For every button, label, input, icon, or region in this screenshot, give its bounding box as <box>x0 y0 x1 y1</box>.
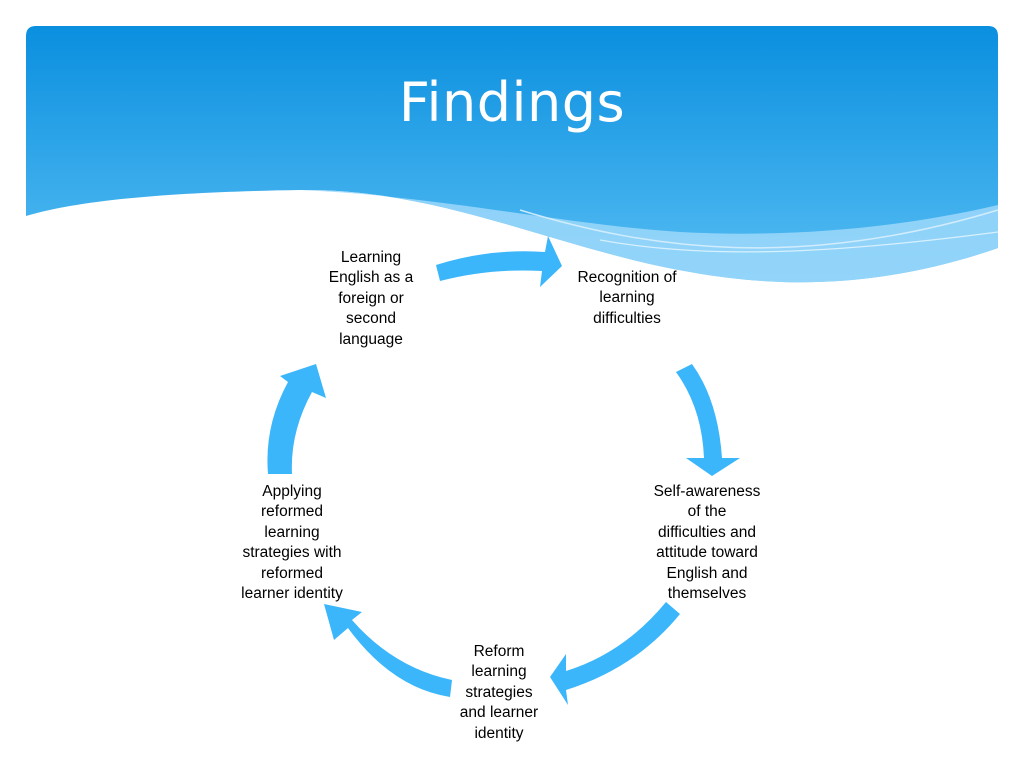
cycle-node-learning-english: Learning English as a foreign or second … <box>328 249 414 348</box>
cycle-arrow-2-icon <box>676 364 740 476</box>
cycle-arrow-4-icon <box>324 604 452 697</box>
slide-title: Findings <box>398 71 626 134</box>
header-wave-line-2 <box>599 231 999 253</box>
header-wave-line <box>519 209 999 249</box>
header-background <box>26 26 998 283</box>
cycle-arrow-3-icon <box>550 602 680 705</box>
cycle-arrow-5-icon <box>267 364 326 474</box>
header-banner <box>26 26 999 283</box>
cycle-arrow-1-icon <box>436 236 562 287</box>
header-wave-light <box>300 189 998 283</box>
cycle-node-self-awareness: Self-awareness of the difficulties and a… <box>653 483 761 603</box>
cycle-node-recognition: Recognition of learning difficulties <box>577 269 677 327</box>
cycle-node-applying: Applying reformed learning strategies wi… <box>241 483 343 603</box>
cycle-node-reform: Reform learning strategies and learner i… <box>459 643 539 742</box>
